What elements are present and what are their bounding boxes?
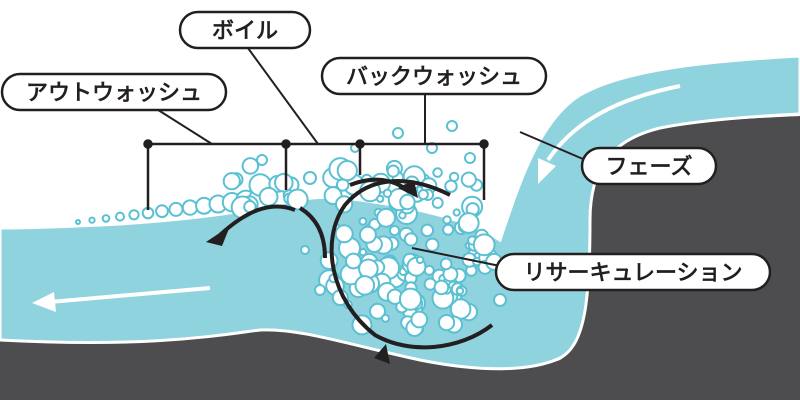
bubble (376, 207, 397, 228)
zone-bracket (143, 139, 489, 210)
bubble (358, 225, 377, 244)
bubble (101, 214, 111, 223)
bubble (382, 188, 393, 199)
bubble (448, 171, 460, 183)
leader-lines (154, 43, 591, 267)
label-recirculation-text: リサーキュレーション (523, 261, 742, 286)
label-outwash-text: アウトウォッシュ (26, 81, 202, 106)
bubble (358, 216, 368, 226)
bubble (88, 216, 96, 224)
bubble (431, 196, 444, 209)
bubble (241, 157, 260, 175)
bubble (369, 302, 386, 320)
bubble (128, 209, 140, 221)
label-boil-text: ボイル (212, 19, 278, 44)
bubble (437, 314, 456, 332)
bubble (75, 219, 81, 225)
bubble (442, 223, 455, 236)
bubble (155, 204, 169, 219)
bubble (432, 167, 443, 178)
flow-arrow-face (538, 84, 681, 184)
bubble (386, 164, 400, 178)
bubble (115, 211, 125, 222)
label-face: フェーズ (580, 146, 718, 186)
bubble (286, 188, 309, 211)
bubble (345, 252, 362, 270)
bubble (455, 286, 465, 296)
label-face-text: フェーズ (606, 154, 693, 180)
bubbles (75, 120, 507, 337)
bubble (442, 215, 452, 225)
bubble (493, 293, 507, 307)
bubble (376, 194, 385, 203)
bubble (425, 237, 440, 253)
bubble (415, 255, 425, 265)
bubble (446, 120, 458, 132)
bubble (358, 258, 379, 280)
bubble (300, 245, 310, 255)
bubble (354, 275, 376, 296)
bubble (439, 257, 453, 271)
bubble (457, 212, 480, 234)
flow-arrow-downstream (32, 286, 211, 312)
bubble (392, 127, 404, 139)
bubble (433, 279, 450, 296)
bubble (460, 171, 477, 188)
bubble (258, 186, 279, 207)
bubble (314, 284, 326, 296)
bubble (388, 225, 401, 237)
label-recirculation: リサーキュレーション (494, 252, 772, 292)
rock-bed (0, 116, 800, 400)
bubble (222, 172, 241, 191)
label-outwash: アウトウォッシュ (0, 72, 228, 112)
bubble (398, 287, 423, 311)
bubble (336, 160, 358, 182)
label-backwash: バックウォッシュ (320, 56, 548, 96)
bubble (274, 172, 294, 193)
bubble (420, 223, 435, 238)
bubble (168, 201, 184, 217)
bubble (256, 154, 268, 166)
recirculation-arrowheads (206, 180, 418, 364)
label-boil: ボイル (178, 10, 312, 50)
bubble (398, 211, 407, 220)
bubble (399, 193, 416, 211)
bubble (417, 189, 429, 201)
bubble (410, 310, 429, 329)
bubble (334, 224, 354, 244)
bubble (452, 208, 461, 217)
bubble (464, 152, 476, 164)
bubble (181, 199, 199, 216)
label-backwash-text: バックウォッシュ (346, 65, 522, 90)
bubble (444, 179, 458, 193)
bubble (403, 232, 419, 247)
bubble (472, 233, 496, 257)
bubble (303, 171, 317, 185)
bubble (381, 313, 390, 323)
